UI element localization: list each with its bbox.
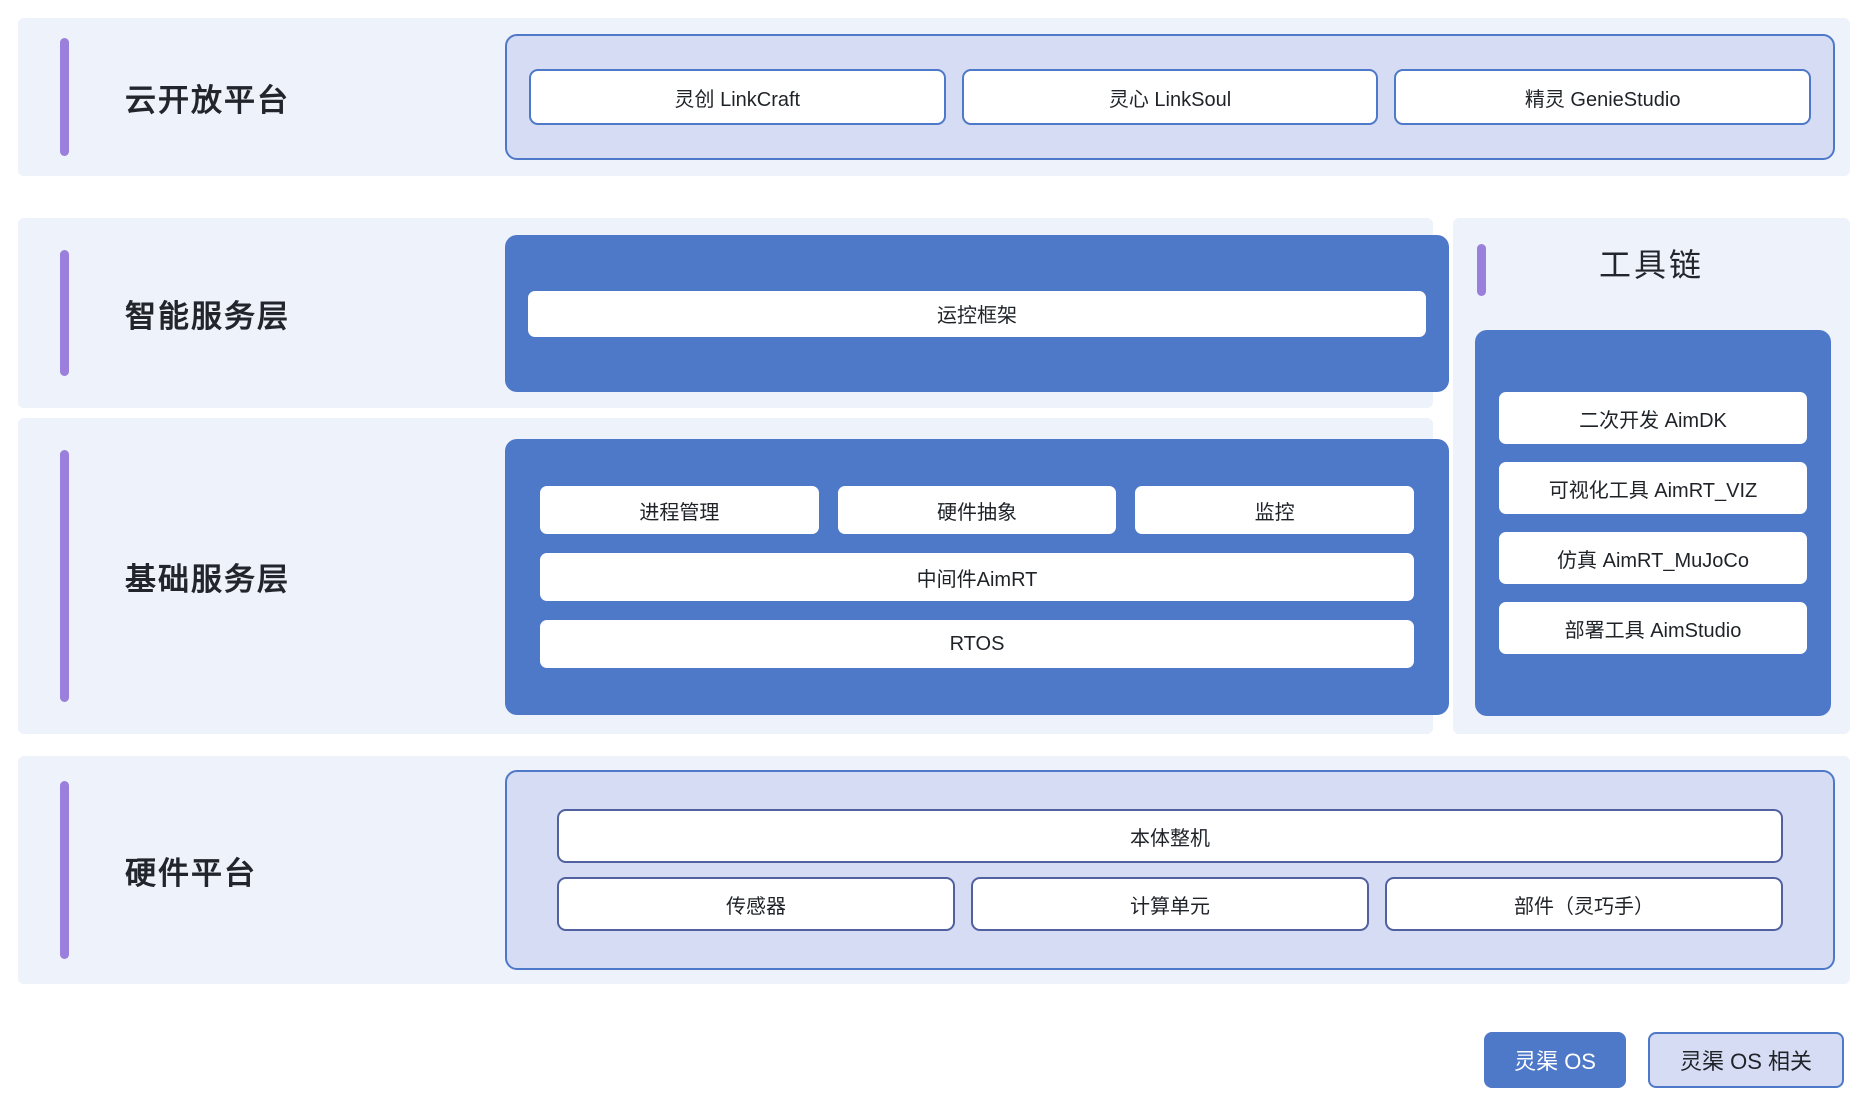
accent-bar-icon — [60, 450, 69, 702]
cloud-platform-panel: 灵创 LinkCraft 灵心 LinkSoul 精灵 GenieStudio — [505, 34, 1835, 160]
module-geniestudio[interactable]: 精灵 GenieStudio — [1394, 69, 1812, 125]
legend: 灵渠 OS 灵渠 OS 相关 — [1484, 1032, 1844, 1088]
intelligent-service-panel: 运控框架 — [505, 235, 1449, 392]
toolchain-header: 工具链 — [1453, 232, 1850, 296]
module-process-management[interactable]: 进程管理 — [538, 484, 821, 536]
layer-label-hardware-platform: 硬件平台 — [18, 756, 498, 984]
toolchain-section: 工具链 二次开发 AimDK 可视化工具 AimRT_VIZ 仿真 AimRT_… — [1453, 218, 1850, 734]
accent-bar-icon — [60, 38, 69, 156]
module-compute-unit[interactable]: 计算单元 — [971, 877, 1369, 931]
module-monitoring[interactable]: 监控 — [1133, 484, 1417, 536]
tool-aimdk[interactable]: 二次开发 AimDK — [1497, 390, 1809, 446]
accent-bar-icon — [1477, 244, 1486, 296]
module-motion-control-framework[interactable]: 运控框架 — [526, 288, 1428, 339]
accent-bar-icon — [60, 250, 69, 376]
tool-aimrt-mujoco[interactable]: 仿真 AimRT_MuJoCo — [1497, 530, 1809, 586]
module-sensors[interactable]: 传感器 — [557, 877, 955, 931]
layer-title-base-service: 基础服务层 — [125, 561, 290, 597]
layer-title-hardware-platform: 硬件平台 — [125, 855, 257, 891]
module-hardware-abstraction[interactable]: 硬件抽象 — [835, 484, 1119, 536]
base-service-panel: 进程管理 硬件抽象 监控 中间件AimRT RTOS — [505, 439, 1449, 715]
module-middleware-aimrt[interactable]: 中间件AimRT — [538, 551, 1416, 603]
hardware-sub-row: 传感器 计算单元 部件（灵巧手） — [557, 877, 1783, 931]
base-service-top-row: 进程管理 硬件抽象 监控 — [538, 484, 1417, 536]
tool-aimrt-viz[interactable]: 可视化工具 AimRT_VIZ — [1497, 460, 1809, 516]
layer-title-cloud-platform: 云开放平台 — [125, 82, 290, 118]
module-main-body[interactable]: 本体整机 — [557, 809, 1783, 863]
module-rtos[interactable]: RTOS — [538, 618, 1416, 670]
module-components-dexterous-hand[interactable]: 部件（灵巧手） — [1385, 877, 1783, 931]
layer-row-cloud-platform: 云开放平台 灵创 LinkCraft 灵心 LinkSoul 精灵 GenieS… — [18, 18, 1850, 176]
layer-label-cloud-platform: 云开放平台 — [18, 18, 498, 176]
layer-row-hardware-platform: 硬件平台 本体整机 传感器 计算单元 部件（灵巧手） — [18, 756, 1850, 984]
legend-item-lingqu-os: 灵渠 OS — [1484, 1032, 1626, 1088]
legend-item-lingqu-os-related: 灵渠 OS 相关 — [1647, 1032, 1844, 1088]
toolchain-panel: 二次开发 AimDK 可视化工具 AimRT_VIZ 仿真 AimRT_MuJo… — [1475, 330, 1831, 716]
tool-aimstudio[interactable]: 部署工具 AimStudio — [1497, 600, 1809, 656]
layer-row-base-service: 基础服务层 进程管理 硬件抽象 监控 中间件AimRT RTOS — [18, 418, 1449, 734]
toolchain-title: 工具链 — [1598, 247, 1704, 283]
hardware-platform-panel: 本体整机 传感器 计算单元 部件（灵巧手） — [505, 770, 1835, 970]
layer-title-intelligent-service: 智能服务层 — [125, 298, 290, 334]
accent-bar-icon — [60, 781, 69, 959]
module-linkcraft[interactable]: 灵创 LinkCraft — [529, 69, 946, 125]
layer-label-intelligent-service: 智能服务层 — [18, 218, 498, 408]
layer-label-base-service: 基础服务层 — [18, 418, 498, 734]
layer-row-intelligent-service: 智能服务层 运控框架 — [18, 218, 1449, 408]
module-linksoul[interactable]: 灵心 LinkSoul — [961, 69, 1379, 125]
